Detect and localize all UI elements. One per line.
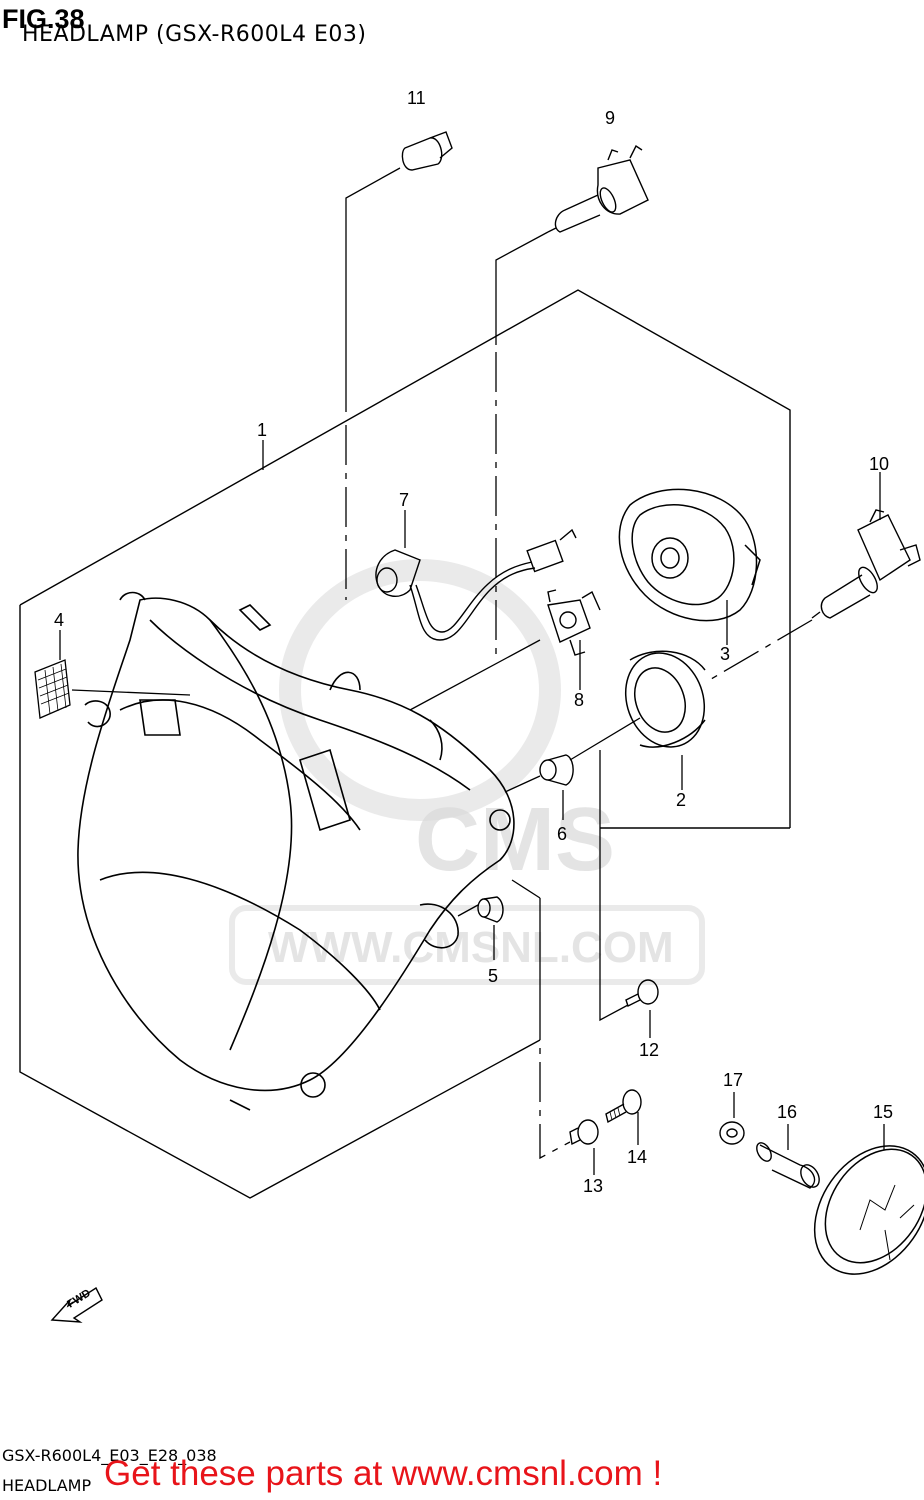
callout-13: 13 [583,1176,603,1196]
callout-6: 6 [557,824,567,844]
screw-part-12 [625,979,659,1007]
callout-14: 14 [627,1147,647,1167]
grommet-part-6 [539,754,574,786]
bulb-part-11 [401,131,453,171]
diagram-code: GSX-R600L4_E03_E28_038 [2,1446,217,1465]
callout-8: 8 [574,690,584,710]
callout-9: 9 [605,108,615,128]
washer-part-17 [719,1121,745,1145]
callout-4: 4 [54,610,64,630]
cover-part-3 [618,488,761,622]
callout-12: 12 [639,1040,659,1060]
callout-17: 17 [723,1070,743,1090]
callout-5: 5 [488,966,498,986]
promo-link[interactable]: Get these parts at www.cmsnl.com ! [104,1454,663,1493]
section-name: HEADLAMP [2,1476,92,1495]
collar-part-13 [569,1119,599,1146]
socket-part-7 [375,528,577,641]
watermark-url: WWW.CMSNL.COM [268,923,674,972]
grommet-part-5 [477,896,504,923]
headlamp-housing [77,591,515,1111]
spacer-part-16 [756,1142,820,1189]
fwd-direction-marker: FWD [50,1286,103,1323]
cap-part-15 [813,1145,924,1275]
watermark-mascot [279,559,561,821]
assembly-outline [19,289,791,1199]
holder-part-8 [547,589,601,656]
callout-3: 3 [720,644,730,664]
callout-1: 1 [257,420,267,440]
callout-2: 2 [676,790,686,810]
callout-16: 16 [777,1102,797,1122]
reflector-part-4 [34,659,71,719]
figure-number: FIG.38 [2,4,85,34]
callout-11: 11 [407,88,426,108]
watermark-brand: CMS [415,790,615,890]
boot-part-2 [624,650,706,748]
callout-7: 7 [399,490,409,510]
watermark-url-box [229,905,705,985]
callout-labels: 1 2 3 4 5 6 7 8 9 10 11 12 13 14 15 16 1… [54,88,893,1196]
callout-10: 10 [869,454,889,474]
bulb-part-9 [547,144,649,233]
bulb-part-10 [811,509,921,619]
svg-text:FWD: FWD [65,1287,93,1310]
diagram-title: HEADLAMP (GSX-R600L4 E03) [22,22,367,47]
callout-15: 15 [873,1102,893,1122]
watermark: CMS WWW.CMSNL.COM [229,559,705,985]
screw-part-14 [605,1089,642,1124]
leader-lines [59,167,885,1175]
